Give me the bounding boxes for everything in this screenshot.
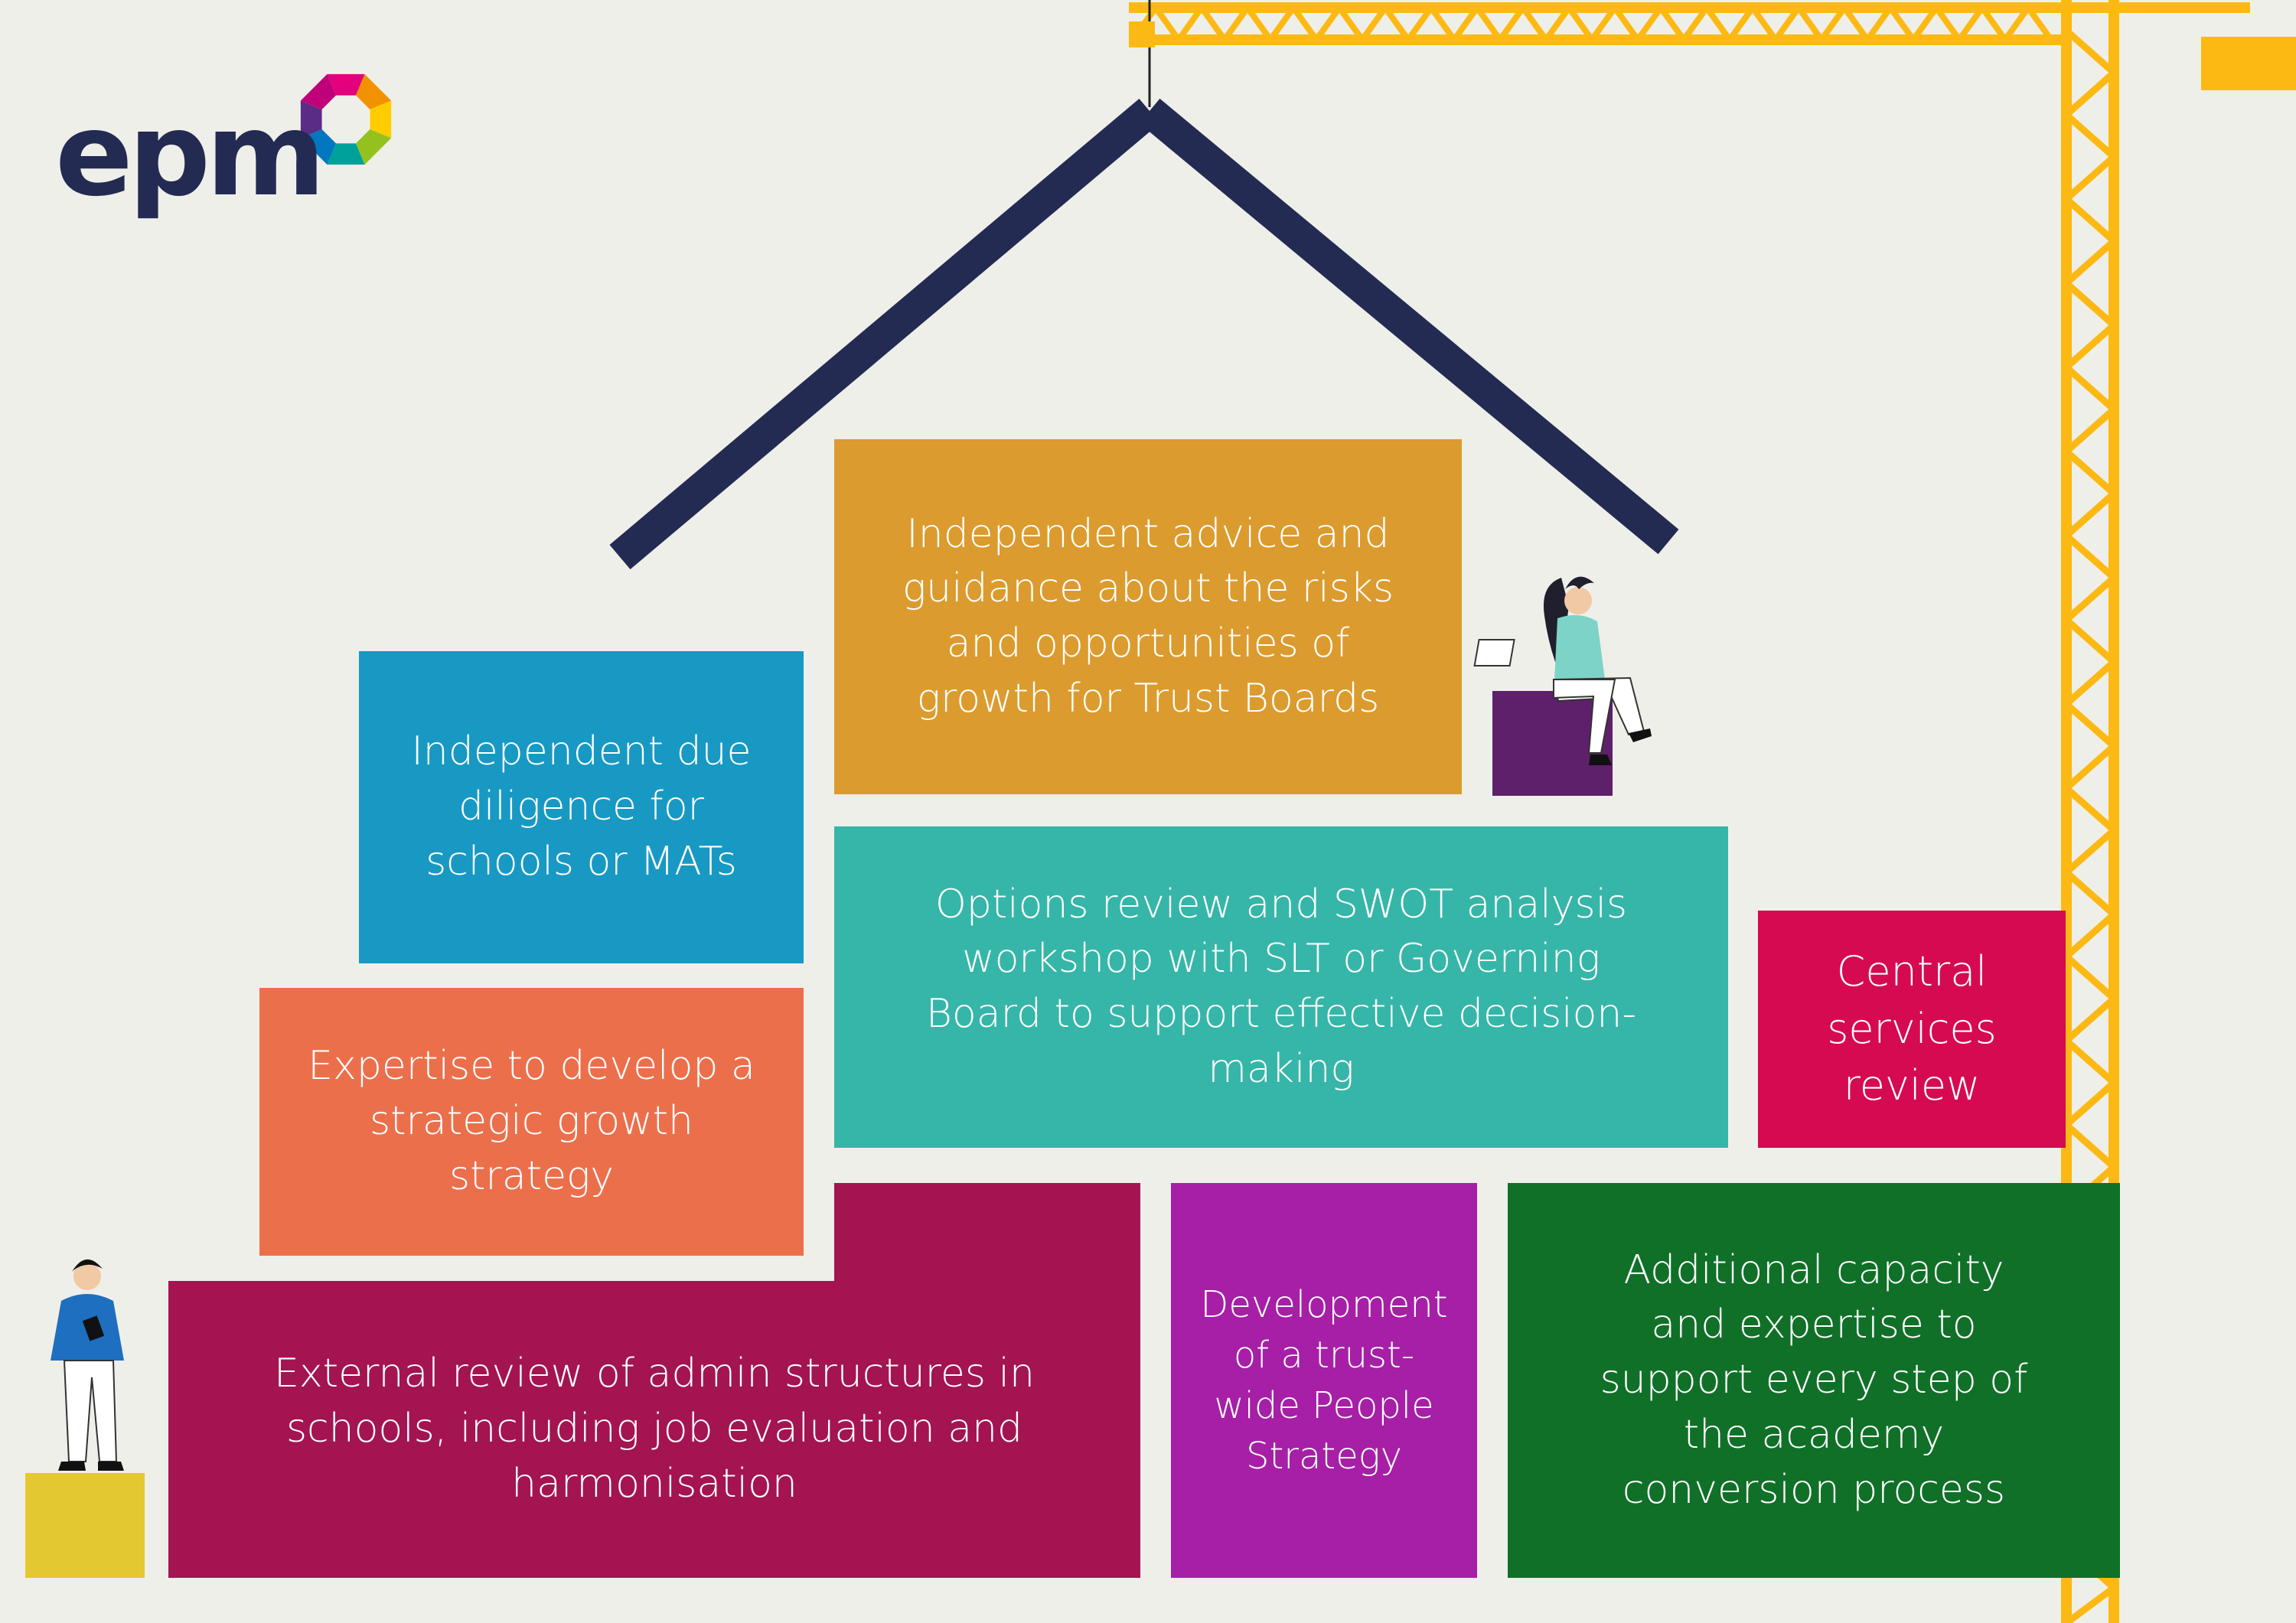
block-admin-review-text: External review of admin structures in s… [274,1351,1035,1507]
brand-logo: epm [55,89,325,243]
crane-trolley [1129,21,1155,47]
block-advice: Independent advice and guidance about th… [834,439,1462,794]
block-people-strategy-text: Development of a trust- wide People Stra… [1200,1282,1448,1478]
block-admin-review-main: External review of admin structures in s… [168,1281,1140,1578]
block-growth-strategy: Expertise to develop a strategic growth … [259,988,804,1256]
block-people-strategy: Development of a trust- wide People Stra… [1171,1183,1477,1578]
block-growth-strategy-text: Expertise to develop a strategic growth … [308,1043,755,1199]
block-admin-review: External review of admin structures in s… [168,1183,1140,1578]
block-advice-text: Independent advice and guidance about th… [902,510,1394,722]
logo-ring-segment [327,143,365,165]
logo-ring-segment [327,73,365,96]
logo-ring-segment [356,73,392,109]
logo-ring-segment [300,129,336,165]
block-central-services: Central services review [1758,911,2066,1148]
logo-ring-segment [356,129,392,165]
pedestal-block [25,1473,145,1578]
logo-ring-segment [300,100,322,139]
block-central-services-text: Central services review [1827,947,1997,1110]
block-due-diligence-text: Independent due diligence for schools or… [411,728,752,885]
roof [609,98,1679,570]
block-capacity: Additional capacity and expertise to sup… [1508,1183,2120,1578]
logo-wordmark: epm [55,89,325,222]
logo-ring-segment [300,73,336,109]
block-options-review-text: Options review and SWOT analysis worksho… [925,881,1637,1092]
block-options-review: Options review and SWOT analysis worksho… [834,826,1728,1148]
logo-ring-segment [370,100,392,139]
block-due-diligence: Independent due diligence for schools or… [359,651,804,963]
block-admin-review-upper [834,1183,1140,1282]
man-with-tablet-figure [51,1259,124,1471]
logo-ring-icon [300,73,392,165]
block-capacity-text: Additional capacity and expertise to sup… [1600,1247,2028,1513]
woman-with-laptop-figure [1473,576,1652,765]
crane-counterweight [2201,37,2296,90]
